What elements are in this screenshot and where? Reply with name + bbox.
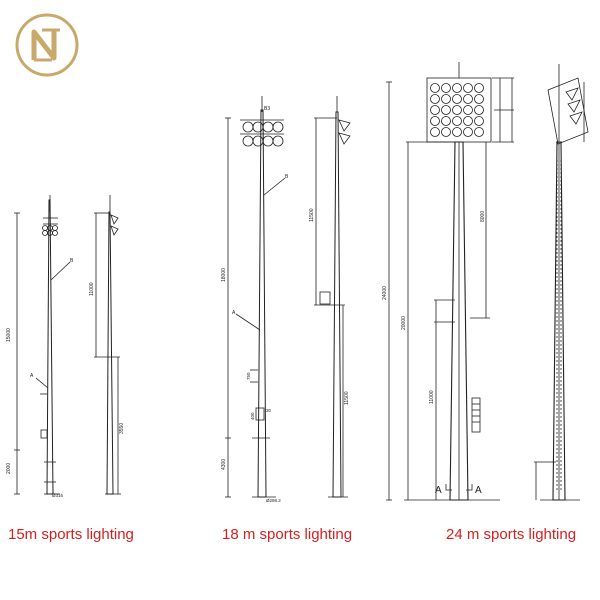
- dim-15m-base: Ø316: [52, 493, 64, 498]
- dim-18m-bottom: 4300: [221, 459, 227, 470]
- dim-18m-low2: 30: [266, 408, 272, 413]
- dim-18m-mid: 750: [246, 372, 251, 380]
- dim-24m-lower: 20000: [401, 316, 407, 330]
- pole-15m-side: [94, 195, 121, 495]
- pole-18m-front: [225, 96, 286, 498]
- dim-15m-side-low: 3550: [119, 423, 125, 434]
- pole-18m-side: [314, 96, 351, 498]
- caption-24m: 24 m sports lighting: [446, 526, 577, 543]
- tag-18m-a: A: [232, 310, 236, 316]
- caption-18m: 18 m sports lighting: [222, 526, 353, 543]
- company-logo-icon: [15, 13, 79, 77]
- dim-15m-bottom: 2000: [6, 463, 12, 474]
- dim-18m-base: Ø298.2: [266, 498, 281, 503]
- pole-24m-front: [386, 62, 514, 501]
- dim-15m-side: 11000: [89, 282, 95, 296]
- tag-18m-b3: B3: [264, 106, 270, 112]
- pole-24m-side: [534, 64, 589, 501]
- dim-15m-height: 15000: [6, 328, 12, 342]
- dim-24m-mid: 8000: [480, 211, 486, 222]
- section-24m-a-left: A: [435, 485, 442, 496]
- caption-15m: 15m sports lighting: [8, 526, 134, 543]
- section-24m-a-right: A: [475, 485, 482, 496]
- tag-15m-a: A: [30, 373, 34, 379]
- tag-15m-b: B: [70, 258, 74, 264]
- dim-24m-height: 24000: [382, 286, 388, 300]
- dim-18m-low: 400: [250, 412, 255, 420]
- dim-24m-low: 11000: [429, 390, 435, 404]
- dim-18m-height: 18000: [221, 268, 227, 282]
- hidden-lines: [556, 160, 562, 490]
- dim-18m-side: 11500: [309, 208, 315, 222]
- tag-18m-b: B: [285, 174, 289, 180]
- pole-15m-front: [14, 195, 71, 495]
- dim-18m-side-low: 11500: [344, 391, 350, 405]
